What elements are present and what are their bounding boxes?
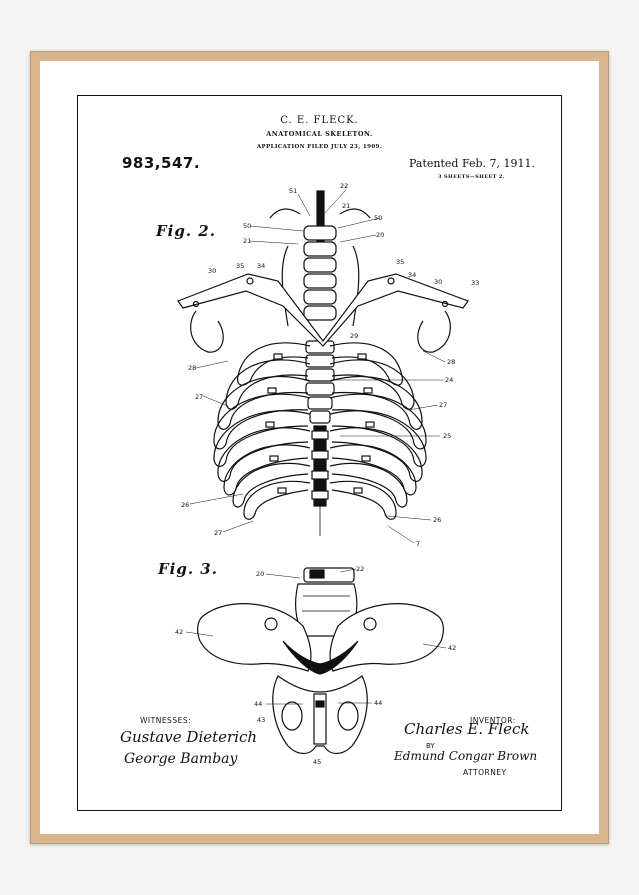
callout-label: 44 — [254, 700, 263, 708]
attorney-signature: Edmund Congar Brown — [394, 749, 538, 763]
callout-label: 35 — [396, 258, 405, 266]
callout-label: 27 — [195, 393, 204, 401]
fig2-thorax — [177, 189, 469, 544]
inventor-signature: Charles E. Fleck — [404, 720, 530, 738]
fig3-leaders — [185, 568, 447, 705]
inventor-header: C. E. FLECK. — [280, 115, 359, 126]
fig3-label: Fig. 3. — [158, 560, 218, 578]
sheet-count: 3 SHEETS—SHEET 2. — [438, 174, 505, 180]
callout-label: 43 — [257, 716, 266, 724]
callout-label: 20 — [376, 231, 385, 239]
patent-print: C. E. FLECK. ANATOMICAL SKELETON. APPLIC… — [77, 95, 562, 811]
callout-label: 34 — [257, 262, 266, 270]
witness-1-signature: Gustave Dieterich — [120, 728, 258, 746]
patent-title: ANATOMICAL SKELETON. — [266, 130, 373, 138]
ribs-right — [329, 342, 427, 520]
callout-label: 35 — [236, 262, 245, 270]
callout-label: 42 — [175, 628, 184, 636]
attorney-label: ATTORNEY — [463, 768, 507, 777]
cervical-vertebrae — [303, 225, 337, 321]
ribs-left — [213, 342, 311, 520]
callout-label: 27 — [439, 401, 448, 409]
skeleton-drawing — [177, 189, 469, 755]
patent-number: 983,547. — [122, 154, 201, 172]
callout-label: 28 — [447, 358, 456, 366]
callout-label: 45 — [313, 758, 322, 766]
callout-label: 27 — [214, 529, 223, 537]
callout-label: 20 — [256, 570, 265, 578]
patented-date: Patented Feb. 7, 1911. — [409, 157, 536, 170]
callout-label: 30 — [434, 278, 443, 286]
callout-label: 34 — [408, 271, 417, 279]
rib-joints — [265, 353, 375, 494]
callout-label: 26 — [433, 516, 442, 524]
callout-label: 22 — [340, 182, 349, 190]
callout-label: 7 — [416, 540, 421, 548]
inventor-label: INVENTOR: — [470, 716, 516, 725]
fig2-leaders — [189, 189, 446, 544]
witness-2-signature: George Bambay — [124, 751, 238, 767]
callout-label: 26 — [181, 501, 190, 509]
witnesses-label: WITNESSES: — [140, 716, 192, 725]
fig3-pelvis — [185, 567, 447, 755]
callout-label: 24 — [445, 376, 454, 384]
callout-label: 33 — [471, 279, 480, 287]
callout-label: 50 — [243, 222, 252, 230]
callout-label: 21 — [243, 237, 252, 245]
application-filed: APPLICATION FILED JULY 23, 1909. — [256, 144, 383, 150]
callout-label: 42 — [448, 644, 457, 652]
callout-label: 30 — [208, 267, 217, 275]
fig2-label: Fig. 2. — [156, 222, 216, 240]
thoracic-vertebrae — [305, 340, 335, 507]
callout-label: 22 — [356, 565, 365, 573]
callout-label: 51 — [289, 187, 298, 195]
callout-label: 25 — [443, 432, 452, 440]
callout-label: 50 — [374, 214, 383, 222]
callout-label: 28 — [188, 364, 197, 372]
callout-label: 21 — [342, 202, 351, 210]
callout-label: 29 — [350, 332, 359, 340]
by-label: BY — [426, 742, 435, 750]
callout-label: 44 — [374, 699, 383, 707]
